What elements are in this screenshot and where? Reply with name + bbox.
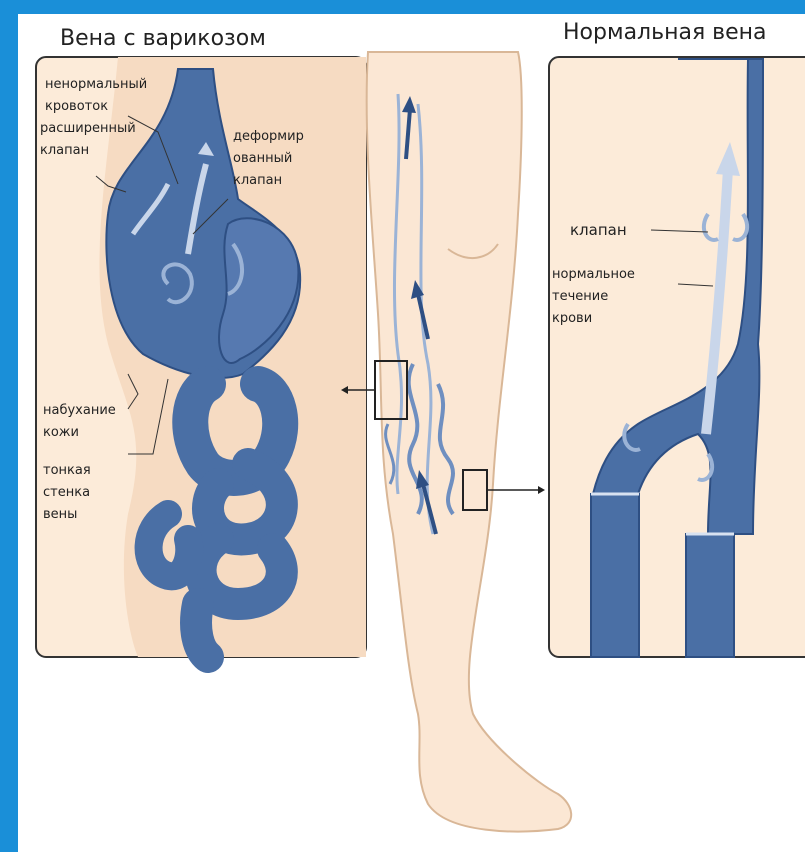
label-normal-flow-line3: крови [552, 308, 635, 330]
label-normal-flow-line1: нормальное [552, 264, 635, 286]
diagram-canvas: Вена с варикозом Нормальная вена ненорма… [18, 14, 805, 852]
label-normal-flow-line2: течение [552, 286, 635, 308]
normal-vein-left-lower [591, 494, 639, 657]
label-deformed-valve-line1: деформир [233, 126, 304, 148]
label-thin-wall: тонкая стенка вены [43, 460, 91, 526]
label-dilated-valve-line2: клапан [40, 140, 136, 162]
illustration [18, 14, 805, 852]
label-normal-flow: нормальное течение крови [552, 264, 635, 330]
leg [341, 52, 571, 831]
label-valve: клапан [570, 219, 627, 241]
label-deformed-valve-line2: ованный [233, 148, 304, 170]
label-thin-wall-line2: стенка [43, 482, 91, 504]
normal-vein-title: Нормальная вена [563, 20, 767, 45]
label-thin-wall-line3: вены [43, 504, 91, 526]
normal-vein-right-lower [686, 534, 734, 657]
normal-panel [549, 57, 805, 657]
label-skin-swelling-line1: набухание [43, 400, 116, 422]
label-thin-wall-line1: тонкая [43, 460, 91, 482]
label-abnormal-flow-line2: кровоток [45, 96, 147, 118]
label-skin-swelling-line2: кожи [43, 422, 116, 444]
varicose-vein-title: Вена с варикозом [60, 26, 266, 51]
varicose-vein-tail [196, 604, 208, 657]
label-abnormal-flow: ненормальный кровоток [45, 74, 147, 118]
label-deformed-valve-line3: клапан [233, 170, 304, 192]
label-dilated-valve: расширенный клапан [40, 118, 136, 162]
label-abnormal-flow-line1: ненормальный [45, 74, 147, 96]
label-skin-swelling: набухание кожи [43, 400, 116, 444]
label-deformed-valve: деформир ованный клапан [233, 126, 304, 192]
label-dilated-valve-line1: расширенный [40, 118, 136, 140]
pointer-to-normal-head [538, 486, 545, 494]
normal-panel-frame [549, 57, 805, 657]
